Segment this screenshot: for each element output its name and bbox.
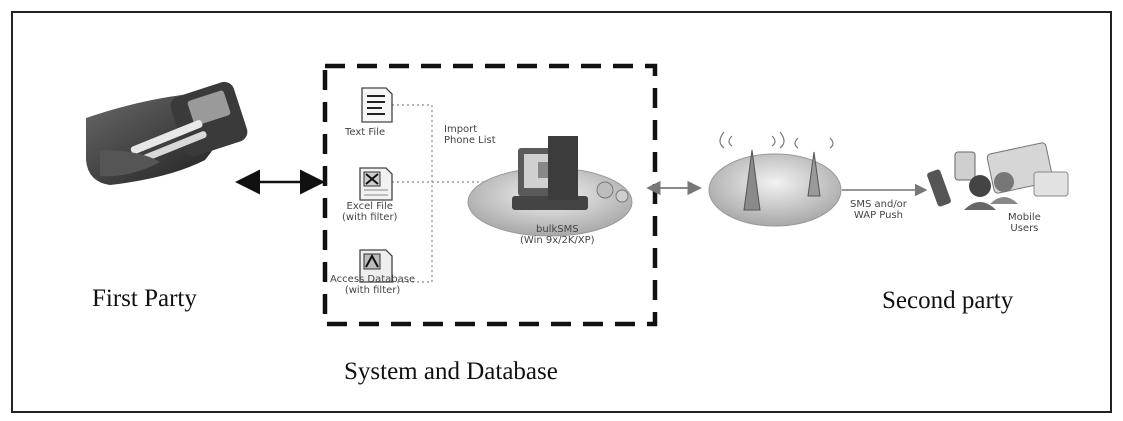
text-file-icon: [361, 87, 393, 123]
excel-file-name: Excel File: [346, 201, 393, 212]
import-label: Import: [444, 124, 478, 135]
sms-wap-push-label: SMS and/or WAP Push: [850, 199, 907, 221]
dotted-connectors: [392, 104, 500, 283]
access-database-name: Access Database: [330, 274, 416, 285]
bulksms-server-label: bulkSMS (Win 9x/2K/XP): [520, 224, 595, 246]
outer-border: [11, 11, 1112, 413]
access-database-filter: (with filter): [344, 285, 401, 296]
bulksms-server-icon: [467, 136, 633, 237]
mobile-label: Mobile: [1008, 212, 1041, 223]
access-database-label: Access Database (with filter): [330, 274, 415, 296]
bulksms-name: bulkSMS: [536, 224, 579, 235]
text-file-name: Text File: [345, 127, 386, 138]
cell-tower-icon: [708, 131, 842, 227]
mobile-users-label: Mobile Users: [1008, 212, 1041, 234]
mobile-users-icon: [927, 142, 1069, 210]
access-database-icon: [359, 249, 393, 283]
excel-file-icon: [359, 167, 393, 201]
first-party-label: First Party: [92, 285, 197, 312]
phone-list-label: Phone List: [444, 135, 496, 146]
excel-file-label: Excel File (with filter): [342, 201, 397, 223]
sms-label: SMS and/or: [850, 199, 907, 210]
text-file-label: Text File: [345, 127, 385, 138]
users-label: Users: [1010, 223, 1039, 234]
system-database-label: System and Database: [344, 358, 558, 385]
import-phone-list-label: Import Phone List: [444, 124, 496, 146]
hand-phone-icon: [86, 81, 248, 185]
excel-file-filter: (with filter): [342, 212, 398, 223]
second-party-label: Second party: [882, 287, 1014, 314]
wap-push-label: WAP Push: [853, 210, 904, 221]
bulksms-os: (Win 9x/2K/XP): [520, 235, 595, 246]
